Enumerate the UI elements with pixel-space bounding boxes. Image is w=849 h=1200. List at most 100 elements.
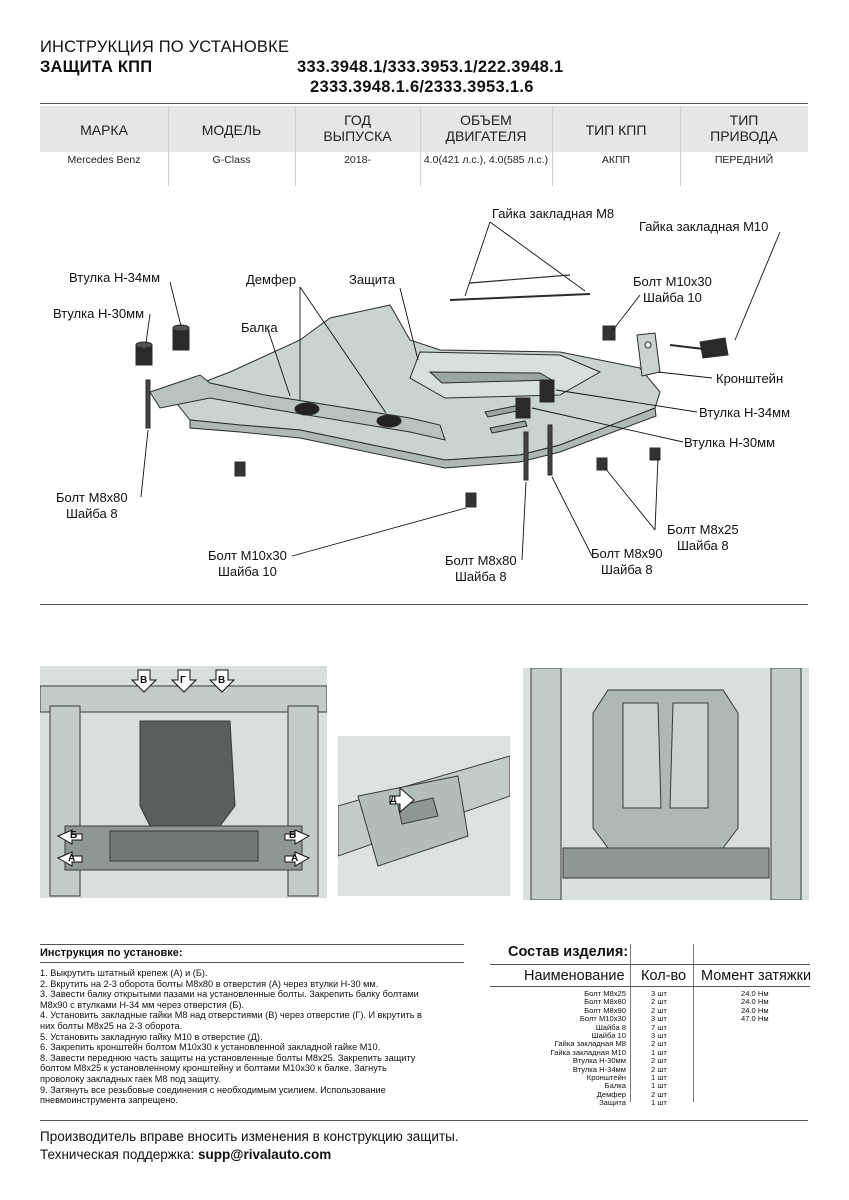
plate-slot [489,420,528,434]
diagram-rule [40,604,808,605]
spec-col-separator [680,106,681,186]
instruction-line: М8х90 с втулками Н-34 мм через отверстия… [40,999,244,1010]
photo-label-b: Б [289,830,296,841]
damper [376,414,402,428]
instruction-line: 5. Установить закладную гайку М10 в отве… [40,1031,263,1042]
composition-header-rule [490,986,810,987]
callout-bushing-h30-right: Втулка Н-30мм [684,435,776,450]
composition-col-torque: Момент затяжки [701,968,812,984]
composition-item-qty: 7 шт [651,1022,667,1032]
composition-item-qty: 2 шт [651,1064,667,1074]
callout-weld-nut-m8: Гайка закладная М8 [492,206,615,221]
composition-item-torque: 24.0 Нм [741,997,769,1007]
photo-closeup-hole-d: Д [338,736,510,896]
composition-item-qty: 1 шт [651,1073,667,1083]
photo-label-b: Б [70,830,77,841]
bushing-h30-right [515,397,531,419]
instructions-title: Инструкция по установке: [40,947,183,959]
composition-item-qty: 1 шт [651,1047,667,1057]
composition-item-torque: 24.0 Нм [741,1005,769,1015]
spec-value-brand: Mercedes Benz [67,154,141,166]
composition-item-qty: 2 шт [651,1039,667,1049]
spec-header-gearbox: ТИП КПП [585,122,647,138]
spec-col-separator [420,106,421,186]
instruction-line: 2. Вкрутить на 2-3 оборота болты М8х80 в… [40,978,379,989]
composition-names: Болт М8х25 Болт М8х80 Болт М8х90 Болт М1… [520,989,626,1108]
photo-installed-protection [523,668,809,900]
spec-value-gearbox: АКПП [601,154,631,166]
spec-value-year: 2018- [344,154,371,166]
footer: Производитель вправе вносить изменения в… [40,1128,459,1164]
composition-item-torque: 47.0 Нм [741,1014,769,1024]
bolt-m8x80-left [145,379,151,429]
article-codes-line1: 333.3948.1/333.3953.1/222.3948.1 [297,58,564,76]
spec-value-model: G-Class [212,154,251,166]
article-codes-line2: 2333.3948.1.6/2333.3953.1.6 [310,78,534,96]
frame-rail-left [530,668,562,900]
footer-rule [40,1120,808,1121]
photo-label-d: Д [390,794,397,804]
instruction-line: болтом М8х25 к установленному кронштейну… [40,1063,387,1074]
spec-header-model: МОДЕЛЬ [201,122,262,138]
spec-col-separator [552,106,553,186]
bolt-m8x80-center [523,431,529,481]
composition-col-separator [693,944,694,1102]
composition-item-qty: 3 шт [651,1014,667,1024]
composition-col-separator [630,944,631,1102]
composition-item-qty: 3 шт [651,1031,667,1041]
spec-col-separator [295,106,296,186]
callout-bushing-h34-left: Втулка Н-34мм [69,270,161,285]
callout-protection: Защита [349,272,396,287]
gearbox-pan [139,720,236,827]
weld-nut-m10-plate [699,337,729,359]
composition-item-qty: 3 шт [651,989,667,998]
composition-item-name: Шайба 10 [591,1031,626,1041]
composition-torques: 24.0 Нм 24.0 Нм 24.0 Нм 47.0 Нм [741,989,801,1024]
damper [294,402,320,416]
photo-label-a: А [291,853,298,864]
instruction-line: 8. Завести переднюю часть защиты на уста… [40,1052,416,1063]
composition-col-qty: Кол-во [641,968,687,984]
instruction-line: них болты М8х25 на 2-3 оборота. [40,1020,183,1031]
composition-item-name: Болт М8х25 [584,989,626,998]
composition-title: Состав изделия: [508,944,629,960]
instructions-title-rule [40,962,464,963]
composition-item-qty: 2 шт [651,1005,667,1015]
callout-bushing-h30-left: Втулка Н-30мм [53,306,145,321]
bolt-m10x30-bottom-center [465,492,477,508]
bolt-m10x30-bottom-left [234,461,246,477]
composition-item-qty: 2 шт [651,1056,667,1066]
instruction-line: 6. Закрепить кронштейн болтом М10х30 к у… [40,1042,381,1053]
photo-label-g: Г [180,675,186,686]
composition-item-torque: 24.0 Нм [741,989,769,998]
bolt-m8x90 [547,424,553,476]
composition-item-qty: 1 шт [651,1098,667,1108]
composition-item-name: Болт М8х90 [584,1005,626,1015]
exploded-assembly-diagram [135,221,781,561]
instruction-line: 9. Затянуть все резьбовые соединения с н… [40,1084,386,1095]
support-label: Техническая поддержка: [40,1147,199,1162]
document-title: ИНСТРУКЦИЯ ПО УСТАНОВКЕ [40,38,290,56]
instruction-line: 1. Выкрутить штатный крепеж (А) и (Б). [40,968,208,978]
instructions-list: 1. Выкрутить штатный крепеж (А) и (Б). 2… [40,968,472,1106]
callout-damper: Демфер [246,272,297,287]
header-rule [40,103,808,104]
photo-label-v: В [140,675,147,686]
composition-col-name: Наименование [524,968,625,984]
product-name: ЗАЩИТА КПП [40,58,153,76]
support-email-link[interactable]: supp@rivalauto.com [198,1147,332,1162]
instruction-line: проволоку закладных гаек М8 под защиту. [40,1073,221,1084]
composition-rule [490,964,810,965]
composition-item-qty: 2 шт [651,997,667,1007]
composition-quantities: 3 шт 2 шт 2 шт 3 шт 7 шт 3 шт 2 шт 1 шт … [651,989,691,1108]
composition-item-name: Болт М8х80 [584,997,626,1007]
bolt-m10x30-top [602,325,616,341]
footer-support: Техническая поддержка: supp@rivalauto.co… [40,1146,459,1164]
